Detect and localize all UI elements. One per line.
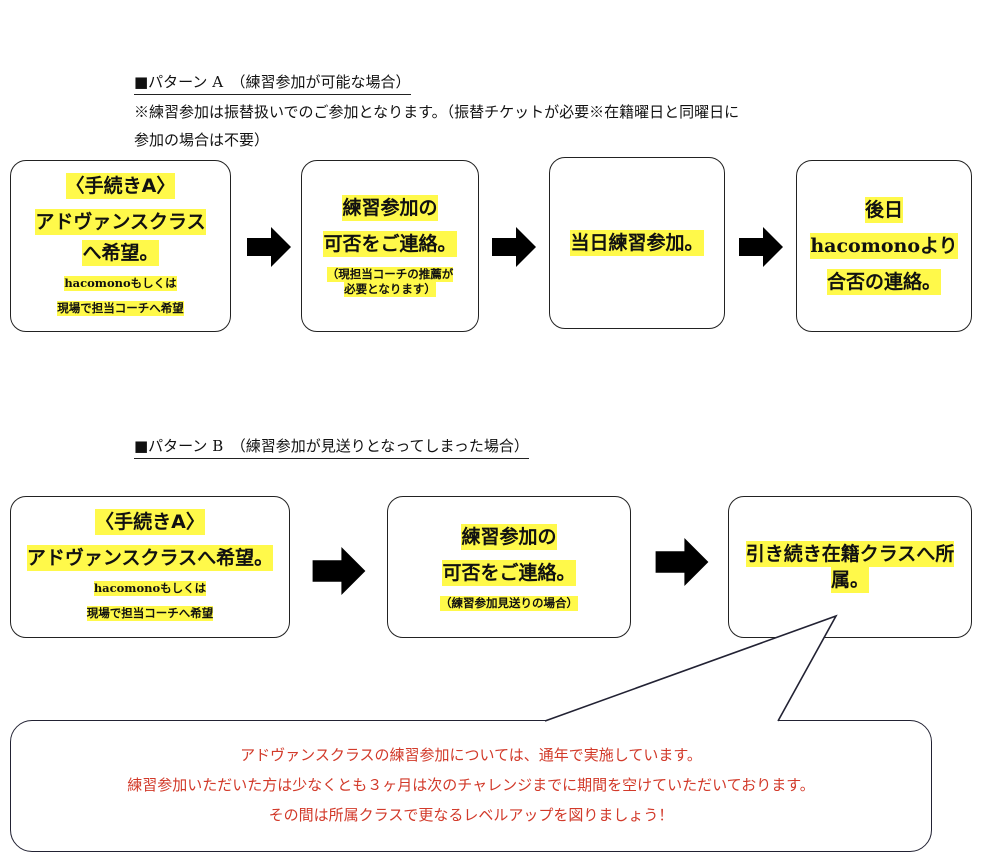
step1-line2: へ希望。 [82, 240, 159, 266]
step2-sub2: 必要となります） [344, 282, 436, 297]
step1-title: 〈手続きA〉 [65, 173, 176, 199]
pattern-a-heading: ■パターン A （練習参加が可能な場合） [134, 72, 411, 95]
right-arrow-icon [739, 227, 783, 267]
step2-sub1: （現担当コーチの推薦が [326, 267, 454, 282]
step1-line1: アドヴァンスクラス [35, 209, 206, 235]
pattern-a-step2-box: 練習参加の 可否をご連絡。 （現担当コーチの推薦が 必要となります） [301, 160, 479, 332]
callout-line3: その間は所属クラスで更なるレベルアップを図りましょう！ [268, 806, 674, 824]
b-step1-title: 〈手続きA〉 [95, 508, 205, 535]
callout-line2: 練習参加いただいた方は少なくとも３ヶ月は次のチャレンジまでに期間を空けていただい… [127, 776, 815, 794]
callout-bubble [10, 720, 932, 852]
pattern-a-note-line1: ※練習参加は振替扱いでのご参加となります。（振替チケットが必要※在籍曜日と同曜日… [134, 103, 740, 121]
step1-sub1: hacomonoもしくは [64, 276, 177, 291]
pattern-a-note: ※練習参加は振替扱いでのご参加となります。（振替チケットが必要※在籍曜日と同曜日… [134, 98, 894, 154]
right-arrow-icon [312, 547, 366, 595]
step1-sub2: 現場で担当コーチへ希望 [57, 301, 184, 316]
pattern-b-heading: ■パターン B （練習参加が見送りとなってしまった場合） [134, 436, 529, 459]
right-arrow-icon [247, 227, 291, 267]
b-step2-line1: 練習参加の [461, 523, 557, 550]
step3-line1: 当日練習参加。 [570, 230, 704, 256]
pattern-a-step1-box: 〈手続きA〉 アドヴァンスクラス へ希望。 hacomonoもしくは 現場で担当… [10, 160, 231, 332]
b-step3-line1: 引き続き在籍クラスへ所 [745, 541, 955, 567]
b-step1-sub1: hacomonoもしくは [93, 580, 207, 596]
b-step1-line1: アドヴァンスクラスへ希望。 [26, 544, 274, 571]
right-arrow-icon [492, 227, 536, 267]
callout-text: アドヴァンスクラスの練習参加については、通年で実施しています。 練習参加いただい… [10, 740, 932, 830]
step4-line1: 後日 [864, 197, 903, 223]
pattern-a-note-line2: 参加の場合は不要） [134, 131, 270, 149]
step2-line1: 練習参加の [342, 195, 438, 221]
step4-line2: hacomonoより [810, 233, 958, 259]
b-step3-line2: 属。 [830, 567, 869, 593]
pattern-b-step3-box: 引き続き在籍クラスへ所 属。 [728, 496, 972, 638]
step4-line3: 合否の連絡。 [826, 269, 941, 295]
step2-line2: 可否をご連絡。 [323, 231, 457, 257]
pattern-a-step3-box: 当日練習参加。 [549, 157, 725, 329]
b-step2-line2: 可否をご連絡。 [442, 559, 576, 586]
callout-line1: アドヴァンスクラスの練習参加については、通年で実施しています。 [240, 746, 702, 764]
right-arrow-icon [655, 538, 709, 586]
pattern-b-step1-box: 〈手続きA〉 アドヴァンスクラスへ希望。 hacomonoもしくは 現場で担当コ… [10, 496, 290, 638]
b-step1-sub2: 現場で担当コーチへ希望 [86, 605, 214, 621]
pattern-a-step4-box: 後日 hacomonoより 合否の連絡。 [796, 160, 972, 332]
b-step2-sub1: （練習参加見送りの場合） [440, 595, 578, 611]
pattern-b-step2-box: 練習参加の 可否をご連絡。 （練習参加見送りの場合） [387, 496, 631, 638]
